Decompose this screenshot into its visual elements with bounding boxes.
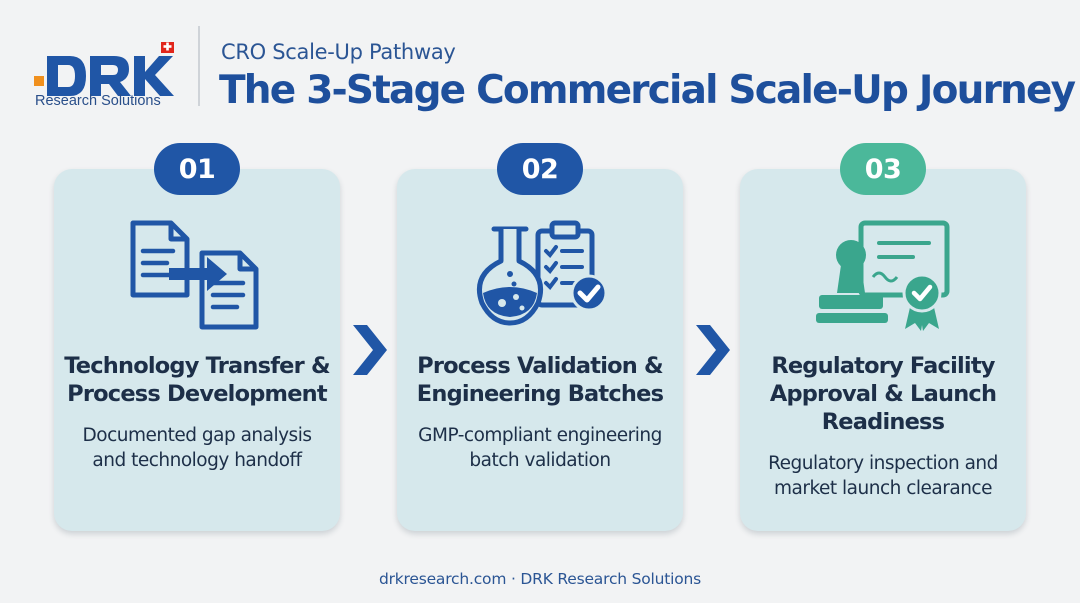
logo-subtitle: Research Solutions — [35, 93, 161, 109]
chevron-right-icon — [353, 325, 387, 375]
stage-description: GMP-compliant engineering batch validati… — [418, 425, 662, 471]
stage-number-badge: 02 — [497, 143, 583, 195]
footer-text: drkresearch.com · DRK Research Solutions — [378, 570, 702, 588]
certificate-stamp-icon — [816, 220, 950, 331]
header-divider — [198, 26, 200, 106]
page-title: The 3-Stage Commercial Scale-Up Journey — [219, 68, 1076, 113]
stage-title: Regulatory Facility Approval & Launch Re… — [769, 353, 997, 435]
stage-card-2: 02 Process Validation & Engineering B — [397, 143, 683, 531]
flask-checklist-icon — [476, 220, 608, 326]
stage-card-1: 01 Technology Transfer & Process Develop… — [54, 143, 340, 531]
chevron-right-icon — [696, 325, 730, 375]
company-logo: Research Solutions — [34, 22, 184, 112]
stage-description: Documented gap analysis and technology h… — [82, 425, 312, 471]
stage-title: Technology Transfer & Process Developmen… — [64, 353, 330, 407]
stage-card-3: 03 Regulatory Facility Approval & Launch… — [740, 143, 1026, 531]
stage-number-badge: 01 — [154, 143, 240, 195]
stage-title: Process Validation & Engineering Batches — [416, 353, 664, 407]
page-subtitle: CRO Scale-Up Pathway — [221, 40, 456, 64]
stage-number-badge: 03 — [840, 143, 926, 195]
swiss-flag-icon — [161, 42, 174, 53]
drk-logo-mark — [34, 42, 174, 96]
document-transfer-icon — [130, 220, 259, 330]
stage-description: Regulatory inspection and market launch … — [768, 453, 998, 499]
